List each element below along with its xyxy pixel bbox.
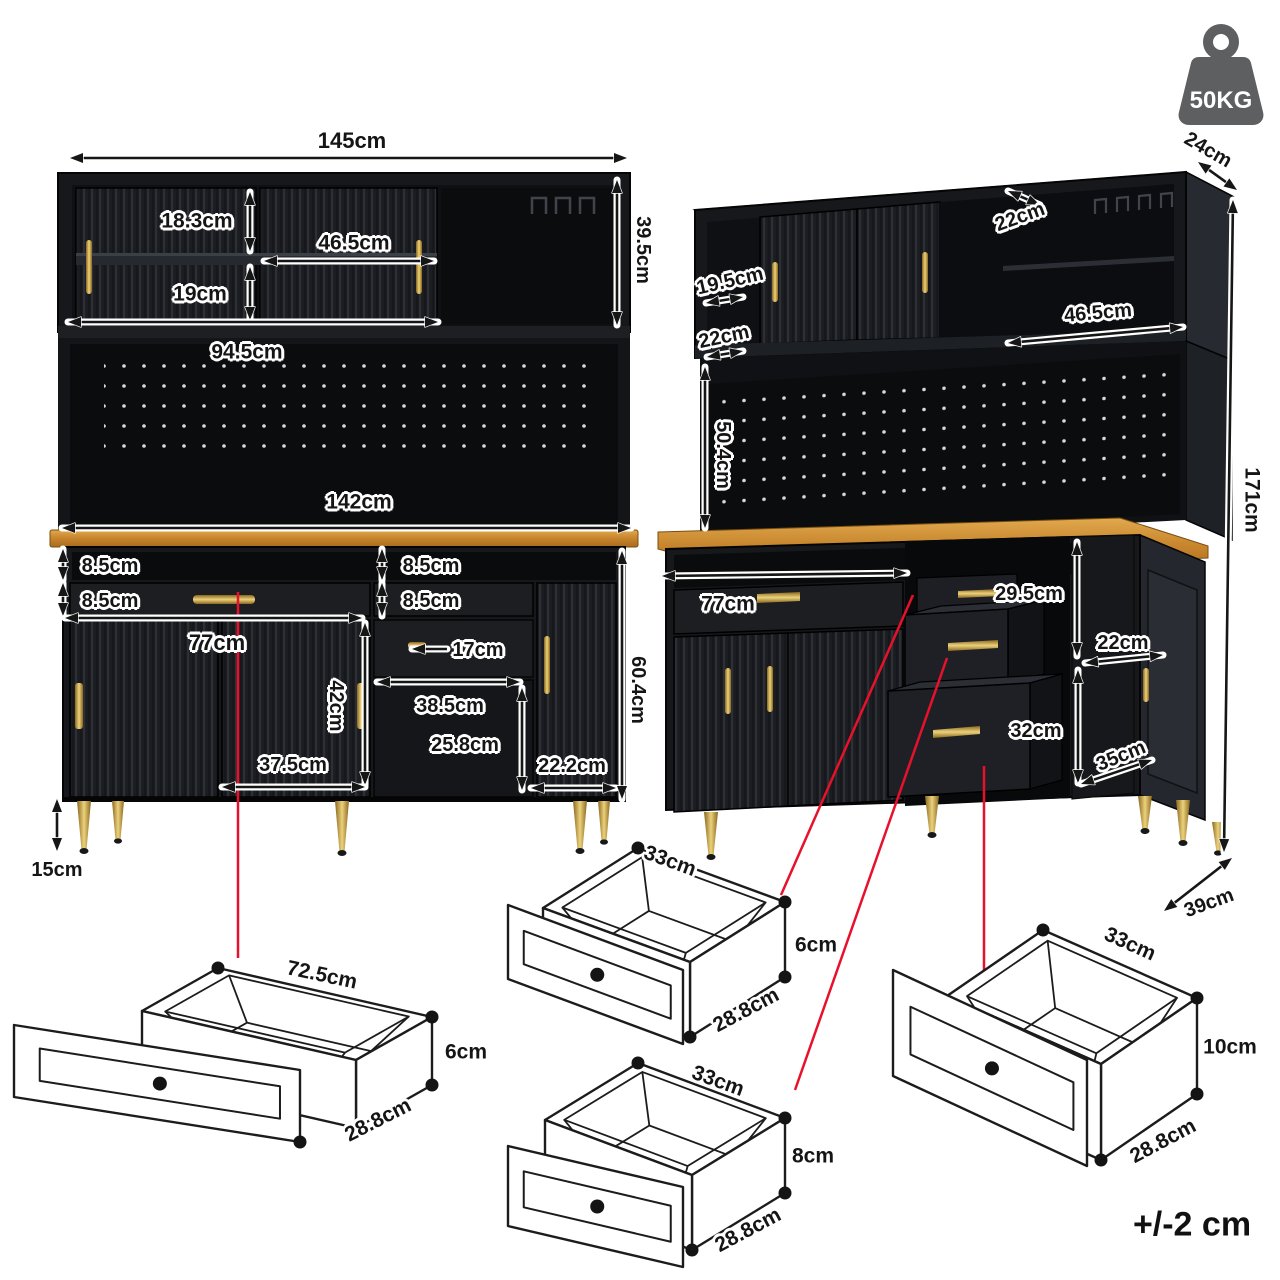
hutch-door-handle <box>416 240 422 294</box>
side-perspective-view <box>657 170 1235 860</box>
dimension-arrow <box>1081 650 1167 668</box>
dimension-arrow <box>359 619 371 789</box>
right-door <box>536 582 617 798</box>
middle-drawer-front <box>373 619 534 678</box>
dimension-arrow <box>1160 854 1236 915</box>
drawer-handle <box>958 589 1000 598</box>
dimension-arrow <box>64 316 442 328</box>
door-handle <box>75 683 83 729</box>
dimension-arrow <box>611 176 623 329</box>
dimension-arrow <box>376 545 388 584</box>
dimension-arrow <box>1071 538 1083 660</box>
front-view <box>49 172 639 856</box>
door-handle <box>725 668 731 714</box>
dimension-arrow <box>408 643 451 655</box>
open-shelf-gap <box>72 552 616 580</box>
leader-lines <box>236 592 986 1091</box>
dimension-arrow <box>1194 158 1241 194</box>
hutch-door-handle <box>772 262 778 302</box>
dimension-arrow <box>58 522 635 534</box>
dimension-arrow <box>57 545 69 584</box>
drawer-handle-dot <box>590 1199 605 1214</box>
drawer-handle <box>193 595 255 604</box>
drawer-handle-dot <box>152 1076 167 1091</box>
dimension-arrow <box>376 579 388 620</box>
weight-capacity-badge: 50KG <box>1178 24 1264 125</box>
dimension-arrow <box>658 567 911 582</box>
wine-glass-rack <box>530 196 596 214</box>
dimension-arrow <box>61 612 366 624</box>
drawer-diagrams <box>12 841 1204 1269</box>
open-drawer-bottom <box>887 673 1063 798</box>
drawer-diagram <box>506 1056 792 1269</box>
dimension-arrow <box>244 188 256 255</box>
drawer-handle <box>757 592 800 603</box>
dimension-arrow <box>66 152 631 164</box>
dimension-arrow <box>1072 666 1084 787</box>
hutch-door-handle <box>922 252 928 293</box>
door-handle <box>544 636 550 694</box>
dimension-arrows <box>51 152 1241 915</box>
dimension-arrow <box>51 795 63 855</box>
dimension-arrow <box>1077 756 1156 788</box>
dimension-arrow <box>616 547 628 803</box>
dimension-arrow <box>218 781 369 793</box>
dimension-arrow <box>1004 322 1187 348</box>
dimension-arrow <box>516 684 528 794</box>
wide-drawer-front <box>673 581 904 635</box>
dimension-arrow <box>1004 187 1044 209</box>
dimension-arrow <box>703 347 747 361</box>
legs <box>77 801 610 856</box>
drawer-diagram <box>891 923 1204 1168</box>
dimension-arrow <box>527 782 620 794</box>
dimension-arrow <box>57 579 69 620</box>
dimension-arrow <box>702 293 747 307</box>
weight-capacity-label: 50KG <box>1190 87 1253 114</box>
hutch-open-section <box>441 188 616 324</box>
drawer-diagram <box>506 841 792 1046</box>
shelf <box>1003 256 1174 271</box>
tolerance-note: +/-2 cm <box>1132 1205 1252 1244</box>
door-handle <box>767 666 773 712</box>
sliding-door <box>787 628 904 807</box>
wine-glass-rack <box>1093 191 1174 214</box>
dimension-arrow <box>373 676 524 688</box>
hutch-door-handle <box>86 240 92 294</box>
dimension-arrow <box>244 263 256 324</box>
drawer-handle-dot <box>590 967 605 982</box>
dimension-arrow <box>260 255 438 267</box>
drawer-handle-dot <box>984 1061 999 1076</box>
weight-icon <box>1203 24 1239 60</box>
door-handle <box>1143 668 1149 702</box>
hutch-open-section <box>940 184 1174 338</box>
dimension-arrow <box>699 363 711 532</box>
drawer-diagram <box>12 961 439 1149</box>
dimension-arrow <box>1218 196 1239 856</box>
open-drawer-top <box>904 599 1045 690</box>
small-drawer-front <box>373 582 534 617</box>
side-door <box>1147 568 1198 795</box>
sliding-door-left <box>69 619 219 798</box>
